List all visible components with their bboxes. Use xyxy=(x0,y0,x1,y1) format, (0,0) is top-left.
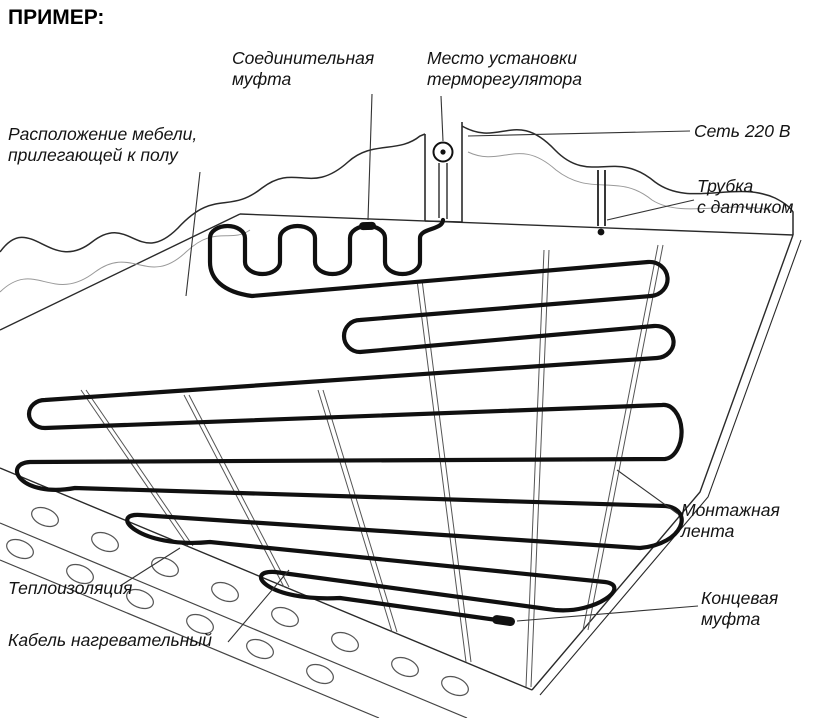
leader-lines xyxy=(119,93,699,643)
connection-coupling-marker xyxy=(359,221,376,231)
insulation-layer xyxy=(0,522,468,718)
end-coupling-marker xyxy=(492,615,515,627)
label-furniture: Расположение мебели, прилегающей к полу xyxy=(8,124,198,165)
label-end-coupling: Концевая муфта xyxy=(701,588,779,629)
label-thermostat-location: Место установки терморегулятора xyxy=(427,48,583,89)
sensor-tube xyxy=(597,170,606,236)
wall-torn-edge xyxy=(0,125,794,253)
leader-insulation xyxy=(119,547,181,587)
thermostat-panel xyxy=(424,122,463,223)
leader-end-coupling xyxy=(516,605,699,622)
heating-cable xyxy=(14,217,684,627)
heating-cable-path xyxy=(14,217,684,623)
label-mounting-tape: Монтажная лента xyxy=(681,500,780,541)
label-connection-coupling: Соединительная муфта xyxy=(232,48,375,89)
label-sensor-tube: Трубка с датчиком xyxy=(697,176,794,217)
mounting-tapes xyxy=(80,244,664,688)
leader-sensor-tube xyxy=(606,199,695,221)
leader-power xyxy=(467,130,691,137)
leader-thermostat xyxy=(440,95,444,142)
leader-mounting-tape xyxy=(616,469,679,515)
thermostat-circle-icon xyxy=(432,141,454,163)
sensor-dot-icon xyxy=(597,228,605,236)
label-power: Сеть 220 В xyxy=(694,121,791,141)
leader-connection-coupling xyxy=(367,93,373,221)
page-title: ПРИМЕР: xyxy=(8,6,105,29)
label-heating-cable: Кабель нагревательный xyxy=(8,630,212,650)
leader-heating-cable xyxy=(227,569,290,643)
label-insulation: Теплоизоляция xyxy=(8,578,133,598)
leader-furniture xyxy=(185,171,201,297)
floor-outline xyxy=(0,213,802,696)
